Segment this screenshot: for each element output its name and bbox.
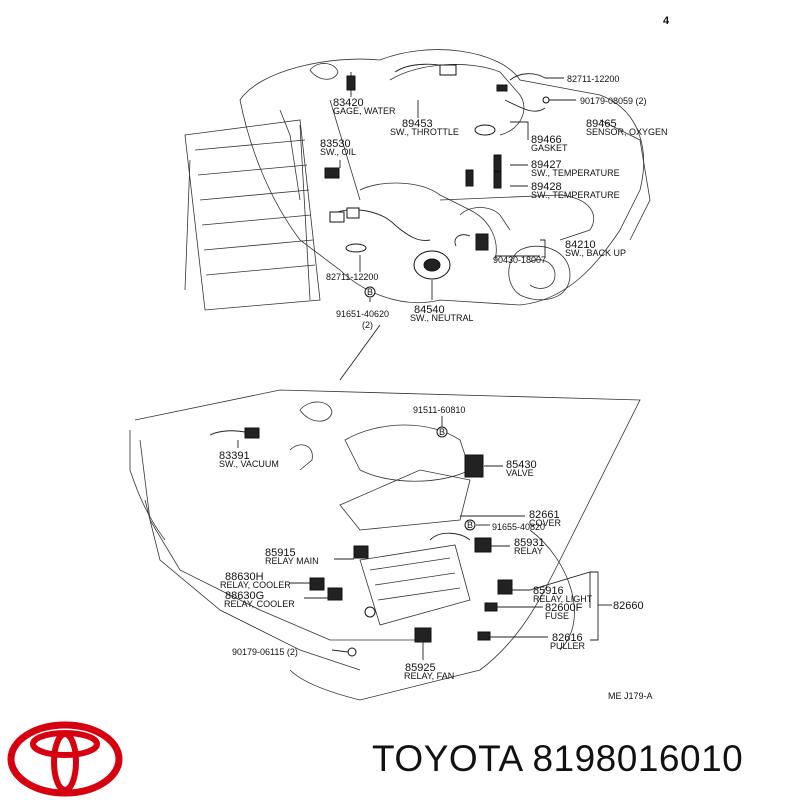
callout-82660-number: 82660: [613, 600, 644, 612]
body-outline: [129, 389, 641, 701]
temp-switch-1: [493, 154, 502, 172]
water-gage-sensor: [346, 75, 356, 91]
callout-91655: 91655-40820: [492, 522, 545, 532]
gasket-shape: [474, 124, 496, 136]
callout-85931-desc: RELAY: [514, 546, 543, 556]
callout-83391-desc: SW., VACUUM: [219, 459, 279, 469]
page-number: 4: [663, 15, 670, 27]
callout-84540-desc: SW., NEUTRAL: [410, 313, 474, 323]
callout-82711-mid: 82711-12200: [326, 272, 378, 282]
callout-labels: 83420 GAGE, WATER 89453 SW., THROTTLE 83…: [219, 74, 668, 701]
callout-85925-number: 85925: [405, 662, 436, 674]
callout-82600f-desc: FUSE: [545, 611, 569, 621]
fuse: [484, 602, 498, 612]
cooler-relay-g: [327, 587, 343, 601]
fan-relay: [414, 627, 432, 643]
callout-85916-desc: RELAY, LIGHT: [533, 594, 593, 604]
callout-82616-desc: PULLER: [550, 641, 586, 651]
main-relay: [353, 545, 369, 559]
svg-text:B: B: [367, 287, 373, 297]
callout-85931-number: 85931: [514, 537, 545, 549]
fuse-box-cover: [339, 469, 471, 531]
svg-text:B: B: [439, 427, 445, 437]
callout-82616-number: 82616: [552, 632, 583, 644]
callout-83530-desc: SW., OIL: [320, 147, 356, 157]
diagram-code: ME J179-A: [608, 691, 653, 701]
callout-89466-number: 89466: [531, 134, 562, 146]
callout-89427-number: 89427: [531, 159, 562, 171]
backup-switch: [475, 233, 489, 251]
engine-leaders: [339, 77, 576, 381]
callout-82661-number: 82661: [529, 509, 560, 521]
footer-title: TOYOTA 8198016010: [372, 738, 743, 780]
callout-85925-desc: RELAY, FAN: [404, 671, 454, 681]
temp-switch-2: [493, 171, 502, 189]
engine-parts: B: [324, 63, 550, 298]
light-relay: [497, 579, 513, 595]
callout-85430-desc: VALVE: [506, 468, 534, 478]
callout-83391-number: 83391: [219, 450, 250, 462]
callout-84540-number: 84540: [414, 304, 445, 316]
footer-brand: TOYOTA: [372, 738, 522, 779]
svg-text:B: B: [467, 520, 473, 530]
callout-91651: 91651-40620: [336, 309, 389, 319]
callout-91511: 91511-60810: [413, 405, 465, 415]
callout-88630g-number: 88630G: [225, 590, 264, 602]
callout-88630h-number: 88630H: [225, 571, 264, 583]
oil-switch: [324, 167, 340, 179]
vacuum-switch: [244, 427, 260, 439]
callout-83420-number: 83420: [333, 97, 364, 109]
body-leaders: [237, 416, 612, 660]
engine-outline: [184, 49, 651, 311]
callout-89466-desc: GASKET: [531, 143, 568, 153]
callout-83530-number: 83530: [320, 138, 351, 150]
callout-90430: 90430-18007: [493, 255, 546, 265]
callout-89428-number: 89428: [531, 181, 562, 193]
callout-88630h-desc: RELAY, COOLER: [220, 580, 291, 590]
callout-82600f-number: 82600F: [545, 602, 583, 614]
callout-89453-number: 89453: [402, 118, 433, 130]
cooler-relay-h: [309, 577, 325, 591]
body-parts: B B: [209, 426, 513, 657]
callout-88630g-desc: RELAY, COOLER: [224, 599, 295, 609]
toyota-logo-icon: [7, 721, 123, 797]
callout-90179-top: 90179-08059 (2): [580, 96, 647, 106]
callout-89465-number: 89465: [586, 118, 617, 130]
callout-85915-number: 85915: [265, 547, 296, 559]
puller: [477, 631, 491, 641]
callout-89453-desc: SW., THROTTLE: [390, 127, 459, 137]
relay-85931: [474, 537, 492, 553]
callout-89465-desc: SENSOR, OXYGEN: [586, 127, 668, 137]
footer-part-number: 8198016010: [532, 738, 744, 779]
valve: [464, 454, 484, 478]
callout-91651-qty: (2): [362, 320, 373, 330]
callout-82661-desc: COVER: [529, 518, 562, 528]
callout-90179-bot: 90179-06115 (2): [232, 647, 298, 657]
callout-84210-desc: SW., BACK UP: [565, 248, 626, 258]
callout-83420-desc: GAGE, WATER: [333, 106, 396, 116]
callout-84210-number: 84210: [565, 239, 596, 251]
callout-89427-desc: SW., TEMPERATURE: [531, 168, 620, 178]
callout-82711-top: 82711-12200: [567, 74, 619, 84]
callout-85430-number: 85430: [506, 459, 537, 471]
callout-89428-desc: SW., TEMPERATURE: [531, 190, 620, 200]
callout-85915-desc: RELAY MAIN: [265, 556, 319, 566]
fuse-box: [359, 544, 471, 626]
callout-85916-number: 85916: [533, 585, 564, 597]
